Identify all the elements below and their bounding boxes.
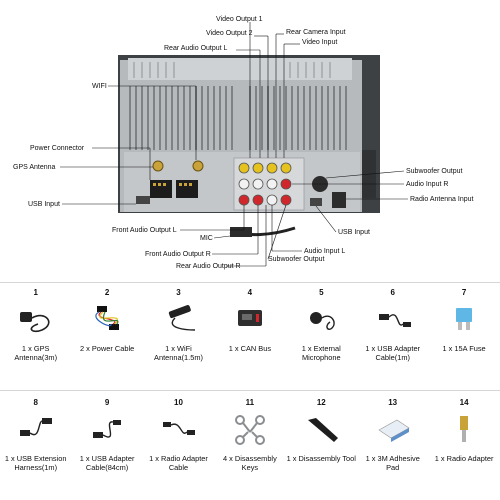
item-number: 11 [245,398,255,407]
item-number: 7 [461,288,467,297]
usb-input-left-port [136,196,150,204]
accessory-item-12: 12 1 x Disassembly Tool [286,392,357,498]
label-video-output-2: Video Output 2 [206,30,253,37]
label-wifi: WIFI [92,83,107,90]
accessory-grid: 1 1 x GPS Antenna(3m) 2 2 x Power Cable … [0,282,500,500]
microphone-icon [309,312,335,331]
label-video-output-1: Video Output 1 [216,16,263,23]
label-usb-input-left: USB Input [28,201,60,208]
label-subwoofer-output-bottom: Subwoofer Output [268,256,324,263]
accessory-item-10: 10 1 x Radio Adapter Cable [143,392,214,498]
radio-adapter-cable-icon [162,422,195,435]
item-number: 6 [390,288,395,297]
disassembly-tool-icon [307,418,338,442]
label-audio-input-l: Audio Input L [304,248,345,255]
can-bus-icon [238,310,263,326]
item-name: 1 x External Microphone [301,344,341,362]
item-number: 3 [176,288,181,297]
mic-plug [230,227,252,237]
item-name: 1 x WiFi Antenna(1.5m) [154,344,203,362]
usb-adapter-cable-icon [379,314,411,327]
item-number: 8 [33,398,38,407]
item-number: 10 [174,398,183,407]
usb-cable-84-icon [93,420,122,438]
item-name: 1 x CAN Bus [228,344,272,353]
label-usb-input-right: USB Input [338,229,370,236]
label-rear-camera-input: Rear Camera Input [286,29,346,36]
item-name: 1 x Radio Adapter [434,454,494,463]
item-name: 2 x Power Cable [79,344,135,353]
label-rear-audio-output-l: Rear Audio Output L [164,45,228,52]
adhesive-pad-icon [378,419,410,442]
accessory-item-8: 8 1 x USB Extension Harness(1m) [0,392,71,498]
label-video-input: Video Input [302,39,337,46]
accessory-item-2: 2 2 x Power Cable [71,282,142,388]
item-number: 2 [104,288,110,297]
accessory-item-5: 5 1 x External Microphone [286,282,357,388]
power-cable-icon [95,306,120,330]
power-connector-block [150,180,198,198]
label-power-connector: Power Connector [30,145,85,152]
accessory-item-11: 11 4 x Disassembly Keys [214,392,285,498]
radio-antenna-input-port [332,192,346,208]
item-number: 9 [104,398,110,407]
item-name: 1 x 15A Fuse [442,344,486,353]
usb-extension-icon [20,418,52,436]
label-audio-input-r: Audio Input R [406,181,448,188]
rear-panel-diagram: Video Output 1 Video Output 2 Rear Audio… [13,16,473,270]
usb-input-right-port [310,198,322,206]
item-name: 4 x Disassembly Keys [222,454,277,472]
label-rear-audio-output-r: Rear Audio Output R [176,263,241,270]
item-name: 1 x GPS Antenna(3m) [14,344,58,362]
item-name: 1 x USB Adapter Cable(84cm) [79,454,135,472]
wifi-antenna-socket [192,160,204,172]
rca-jack-panel [233,157,305,211]
radio-adapter-icon [460,416,469,442]
item-number: 12 [316,398,326,407]
gps-antenna-icon [20,312,50,333]
label-mic: MIC [200,235,213,242]
accessory-item-4: 4 1 x CAN Bus [214,282,285,388]
item-name: 1 x USB Adapter Cable(1m) [365,344,421,362]
accessory-item-6: 6 1 x USB Adapter Cable(1m) [357,282,428,388]
item-number: 5 [319,288,324,297]
item-name: 1 x Radio Adapter Cable [149,454,208,472]
label-gps-antenna: GPS Antenna [13,164,56,171]
gps-antenna-socket [152,160,164,172]
item-name: 1 x USB Extension Harness(1m) [4,454,67,472]
label-front-audio-output-l: Front Audio Output L [112,227,177,234]
label-radio-antenna-input: Radio Antenna Input [410,196,473,203]
accessory-item-13: 13 1 x 3M Adhesive Pad [357,392,428,498]
accessory-item-7: 7 1 x 15A Fuse [428,282,499,388]
disassembly-keys-icon [235,415,266,445]
item-number: 4 [247,288,253,297]
accessory-item-3: 3 1 x WiFi Antenna(1.5m) [143,282,214,388]
accessory-item-14: 14 1 x Radio Adapter [428,392,499,498]
item-number: 14 [459,398,469,407]
item-name: 1 x 3M Adhesive Pad [365,454,420,472]
label-front-audio-output-r: Front Audio Output R [145,251,211,258]
accessory-item-9: 9 1 x USB Adapter Cable(84cm) [71,392,142,498]
accessory-item-1: 1 1 x GPS Antenna(3m) [0,282,71,388]
wifi-antenna-icon [168,305,195,331]
item-number: 1 [33,288,38,297]
fuse-icon [456,308,473,330]
item-number: 13 [388,398,398,407]
item-name: 1 x Disassembly Tool [286,454,356,463]
label-subwoofer-output-right: Subwoofer Output [406,168,462,175]
